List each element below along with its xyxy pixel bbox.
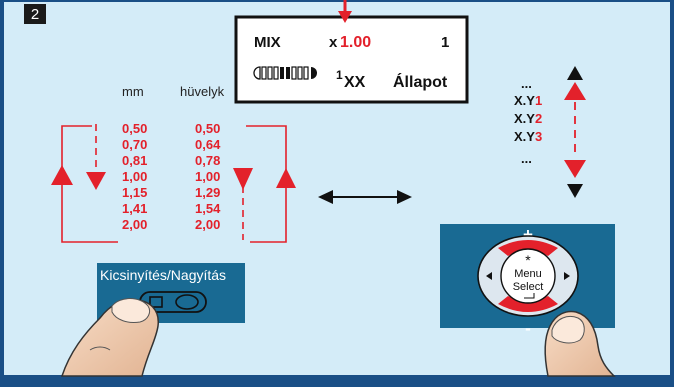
mm-value: 1,15 bbox=[122, 185, 147, 200]
lcd-copies: 1 bbox=[441, 34, 449, 51]
lcd-status: Állapot bbox=[393, 72, 448, 91]
step-badge bbox=[24, 4, 46, 24]
mm-column: 0,500,700,811,001,151,412,00 bbox=[122, 121, 147, 232]
arrow-down-icon bbox=[233, 168, 253, 190]
list-item: X.Y1 bbox=[514, 93, 542, 108]
inch-value: 0,78 bbox=[195, 153, 220, 168]
arrow-down-icon bbox=[567, 184, 583, 198]
dial-plus-label: + bbox=[523, 225, 533, 244]
enter-icon bbox=[524, 293, 535, 299]
mm-value: 0,50 bbox=[122, 121, 147, 136]
list-item-prefix: X.Y bbox=[514, 129, 535, 144]
dial-right-icon[interactable] bbox=[564, 272, 570, 280]
menu-line2: Select bbox=[513, 281, 544, 293]
arrow-down-icon bbox=[564, 160, 586, 178]
lcd-display: MIX x 1.00 1 1 XX Állapot bbox=[234, 0, 469, 104]
inch-value: 1,54 bbox=[195, 201, 221, 216]
lcd-superscript: 1 bbox=[336, 68, 343, 82]
list-top-ellipsis: ... bbox=[521, 76, 532, 91]
arrow-up-icon bbox=[564, 82, 586, 100]
arrow-down-icon bbox=[338, 11, 352, 23]
list-item-prefix: X.Y bbox=[514, 111, 535, 126]
dial-minus-label: - bbox=[525, 319, 531, 338]
inch-column: 0,500,640,781,001,291,542,00 bbox=[195, 121, 221, 232]
reduce-enlarge-label-part2: sinyítés/Nagyítás bbox=[119, 267, 226, 283]
inch-value: 0,50 bbox=[195, 121, 220, 136]
menu-select-panel: + - * Menu Select bbox=[440, 224, 615, 338]
finger-icon bbox=[60, 298, 159, 377]
reduce-enlarge-label-part1: Kic bbox=[100, 267, 119, 283]
arrow-up-icon bbox=[567, 66, 583, 80]
step-number: 2 bbox=[31, 6, 39, 23]
list-item-prefix: X.Y bbox=[514, 93, 535, 108]
list-item-digit: 1 bbox=[535, 93, 542, 108]
dial-up-button[interactable] bbox=[498, 240, 558, 256]
mm-value: 1,41 bbox=[122, 201, 147, 216]
arrow-up-icon bbox=[51, 165, 73, 185]
list-item: X.Y2 bbox=[514, 111, 542, 126]
svg-text:Kicsinyítés/Nagyítás: Kicsinyítés/Nagyítás bbox=[100, 267, 226, 283]
menu-line1: Menu bbox=[514, 268, 542, 280]
mm-value: 0,81 bbox=[122, 153, 147, 168]
mm-value: 1,00 bbox=[122, 169, 147, 184]
zoom-table: mm hüvelyk 0,500,700,811,001,151,412,00 … bbox=[51, 84, 296, 243]
list-item: X.Y3 bbox=[514, 129, 542, 144]
menu-star: * bbox=[525, 252, 531, 268]
dial-down-button[interactable] bbox=[498, 296, 558, 312]
list-item-digit: 3 bbox=[535, 129, 542, 144]
list-bottom-ellipsis: ... bbox=[521, 151, 532, 166]
col-inch-header: hüvelyk bbox=[180, 84, 225, 99]
lcd-mode: MIX bbox=[254, 34, 281, 51]
inch-value: 1,00 bbox=[195, 169, 220, 184]
arrow-down-icon bbox=[86, 172, 106, 190]
finger-icon bbox=[544, 310, 616, 377]
inch-value: 2,00 bbox=[195, 217, 220, 232]
mm-value: 2,00 bbox=[122, 217, 147, 232]
mm-value: 0,70 bbox=[122, 137, 147, 152]
col-mm-header: mm bbox=[122, 84, 144, 99]
lcd-zoom-value: 1.00 bbox=[340, 34, 371, 51]
inch-value: 0,64 bbox=[195, 137, 221, 152]
xy-list: ... X.Y1X.Y2X.Y3 ... bbox=[514, 76, 542, 166]
lcd-xx: XX bbox=[344, 74, 366, 91]
density-gauge-icon bbox=[253, 66, 317, 80]
arrow-up-icon bbox=[276, 168, 296, 188]
menu-select-button[interactable] bbox=[500, 248, 556, 304]
lcd-zoom-prefix: x bbox=[329, 34, 338, 51]
list-item-digit: 2 bbox=[535, 111, 542, 126]
dial-left-icon[interactable] bbox=[486, 272, 492, 280]
inch-value: 1,29 bbox=[195, 185, 220, 200]
double-arrow-icon bbox=[318, 190, 412, 204]
